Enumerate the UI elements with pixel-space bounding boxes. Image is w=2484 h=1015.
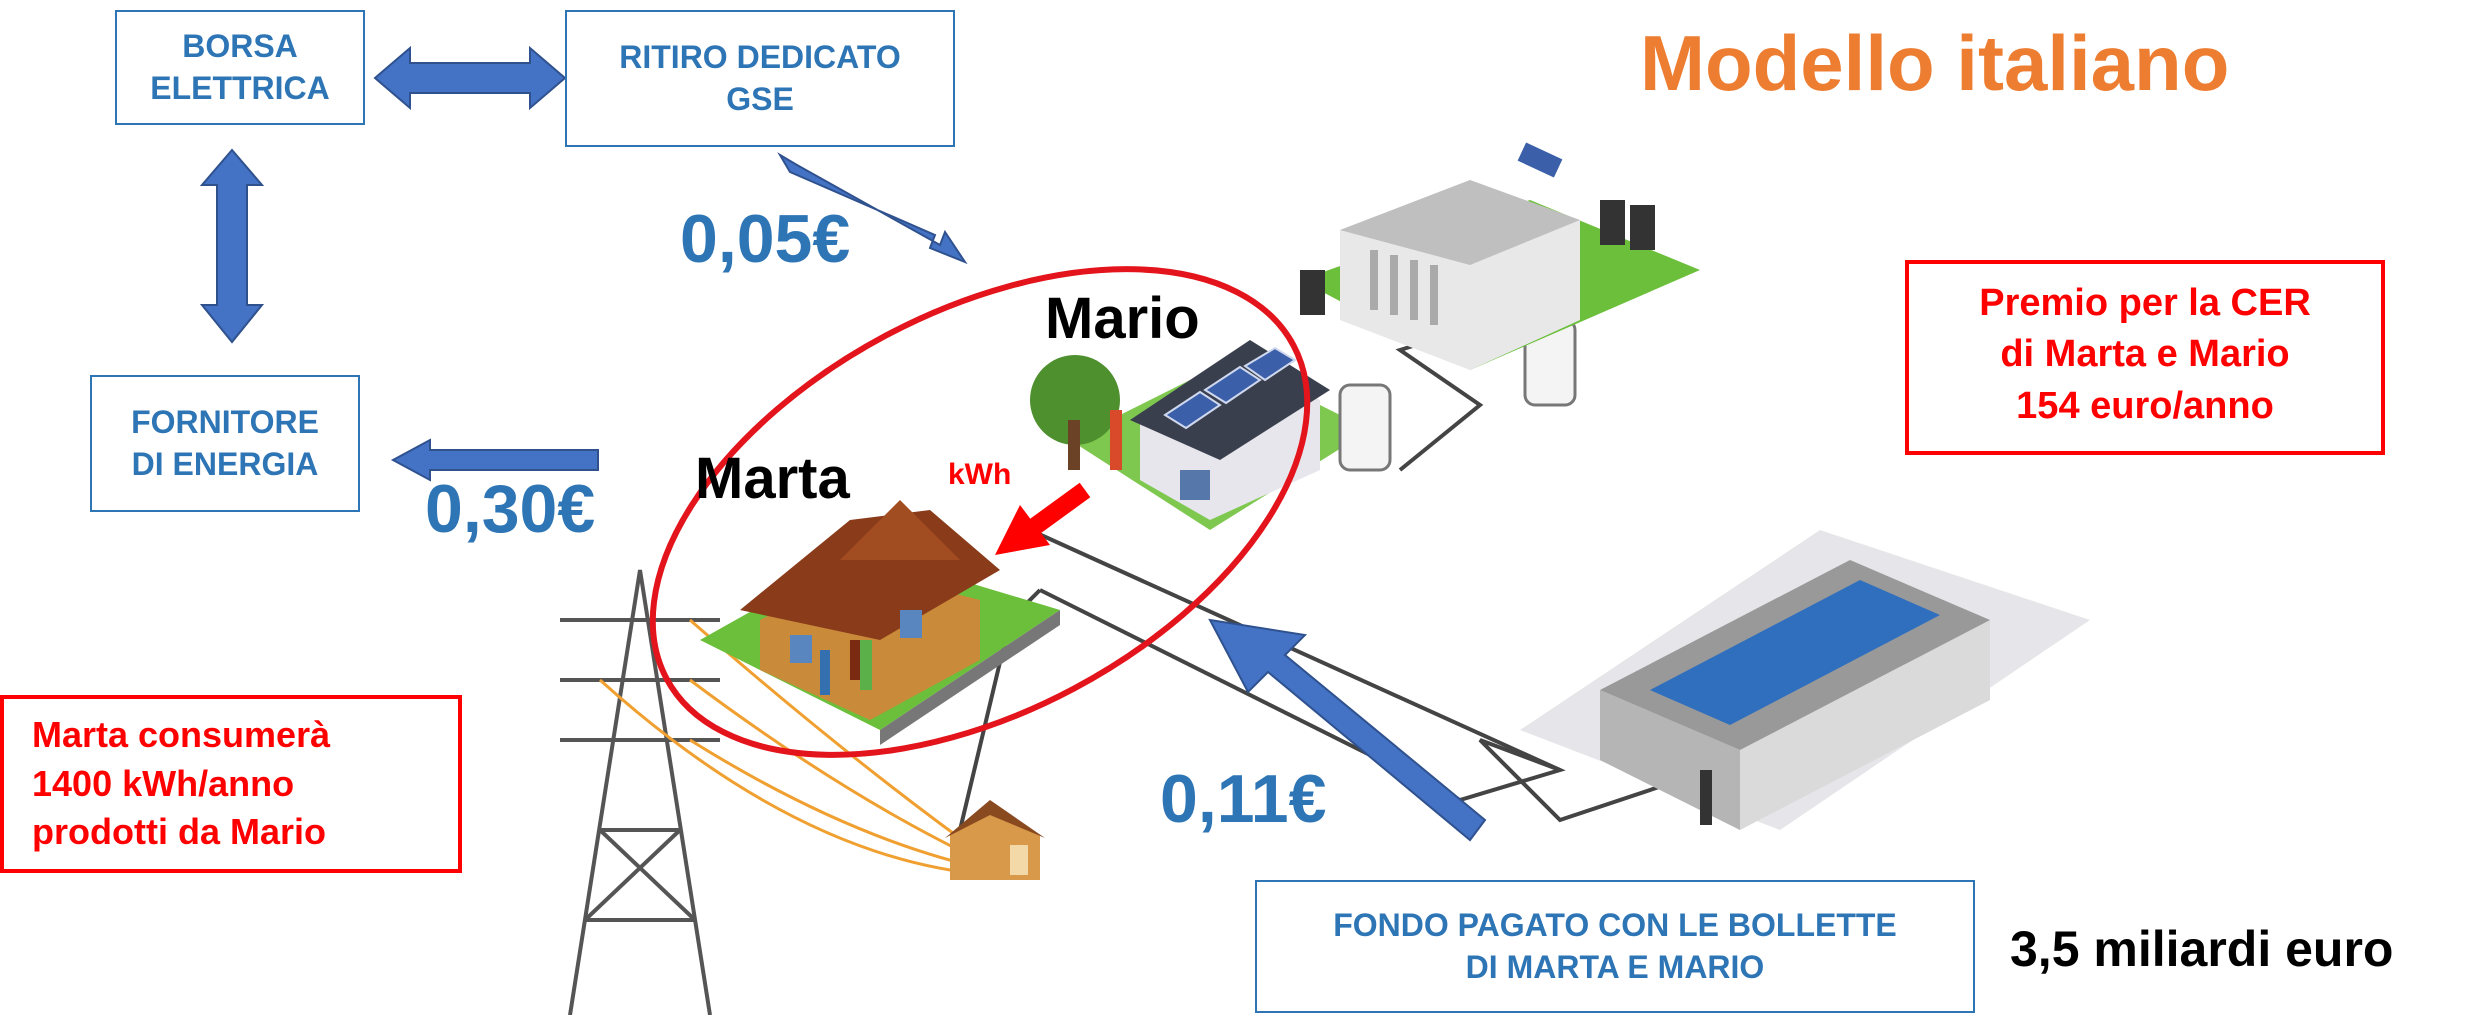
fondo-box: FONDO PAGATO CON LE BOLLETTE DI MARTA E … — [1255, 880, 1975, 1013]
label-mario: Mario — [1045, 286, 1200, 351]
boiler-icon — [1338, 318, 1577, 472]
pylon-icon — [560, 569, 720, 1015]
label-marta: Marta — [695, 446, 850, 511]
cer-ellipse — [649, 266, 1311, 758]
consumo-box: Marta consumerà 1400 kWh/anno prodotti d… — [0, 695, 462, 873]
kwh-arrow — [995, 482, 1091, 555]
label-kwh: kWh — [948, 458, 1012, 491]
fornitore-energia-box: FORNITORE DI ENERGIA — [90, 375, 360, 512]
price-gse: 0,05€ — [680, 201, 851, 277]
substation-icon — [945, 800, 1045, 880]
blue-arrows — [199, 45, 1487, 842]
borsa-elettrica-box: BORSA ELETTRICA — [115, 10, 365, 125]
marta-house-icon — [700, 500, 1060, 745]
premio-box: Premio per la CER di Marta e Mario 154 e… — [1905, 260, 2385, 455]
price-fornitore: 0,30€ — [425, 471, 596, 547]
ritiro-dedicato-box: RITIRO DEDICATO GSE — [565, 10, 955, 147]
mario-house-icon — [1030, 340, 1370, 530]
totale-label: 3,5 miliardi euro — [2010, 921, 2394, 977]
page-title: Modello italiano — [1640, 19, 2230, 107]
palace-icon — [1300, 142, 1700, 370]
warehouse-icon — [1520, 530, 2090, 830]
price-fondo: 0,11€ — [1160, 761, 1327, 837]
